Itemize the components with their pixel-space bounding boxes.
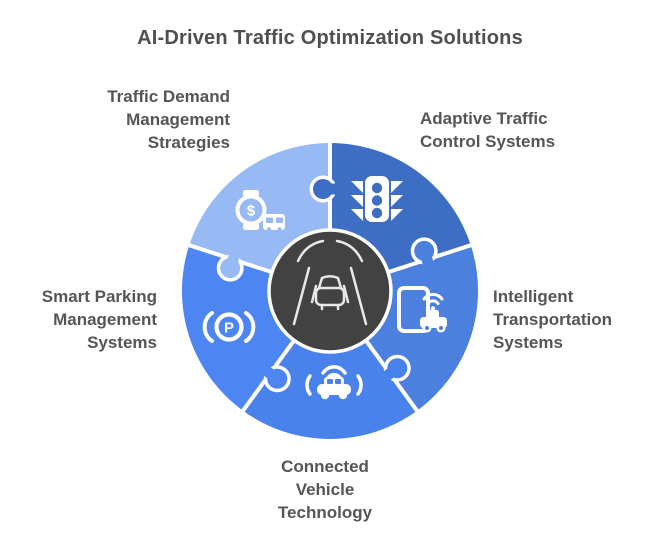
fare-watch-bus-icon: $ <box>235 190 285 232</box>
smart-device-car-icon <box>397 286 447 333</box>
page-title: AI-Driven Traffic Optimization Solutions <box>137 27 523 49</box>
label-connected-vehicle: Connected Vehicle Technology <box>277 457 373 522</box>
segment-connected-vehicle <box>243 291 417 439</box>
parking-brake-icon: P <box>202 311 256 343</box>
label-adaptive-traffic-control: Adaptive Traffic Control Systems <box>420 109 556 151</box>
svg-text:P: P <box>224 320 234 337</box>
knob-top <box>313 179 333 199</box>
label-traffic-demand: Traffic Demand Management Strategies <box>107 87 230 152</box>
label-smart-parking: Smart Parking Management Systems <box>41 287 157 352</box>
autonomous-car-road-icon <box>292 239 368 326</box>
knob-lower-left <box>267 368 288 389</box>
label-intelligent-transportation: Intelligent Transportation Systems <box>493 287 613 352</box>
center-hub <box>267 228 393 354</box>
puzzle-knobs <box>216 175 438 393</box>
connected-car-icon <box>305 365 363 400</box>
traffic-light-icon <box>351 176 403 222</box>
knob-upper-left <box>220 258 241 279</box>
knob-lower-right <box>387 358 408 379</box>
svg-text:$: $ <box>247 203 256 220</box>
knob-upper-right <box>414 240 435 261</box>
